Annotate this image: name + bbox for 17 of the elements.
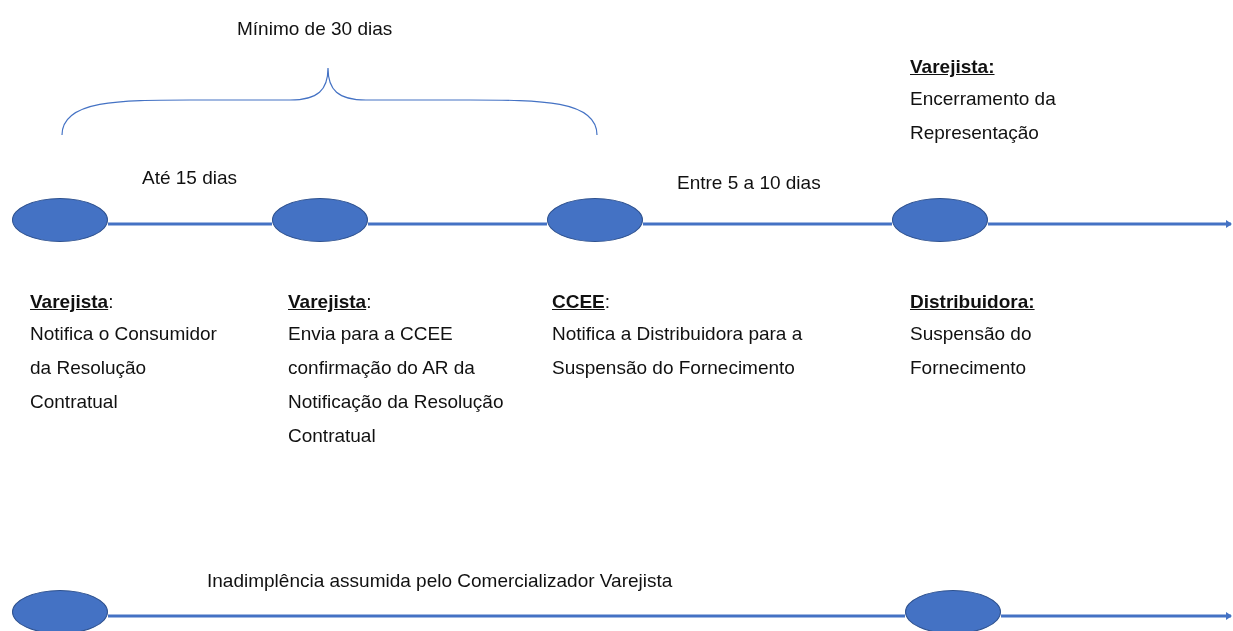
step-description: Notifica a Distribuidora para a Suspensão do Fornecimento: [552, 322, 804, 380]
step-description: Suspensão do Fornecimento: [910, 322, 1033, 380]
step-description: Envia para a CCEE confirmação do AR da Notificação da Resolução Contratual: [288, 322, 505, 448]
timeline-line: [108, 222, 272, 226]
duration-label: Mínimo de 30 dias: [237, 17, 393, 41]
actor-heading: Varejista:: [30, 290, 115, 314]
step-description: Encerramento da Representação: [910, 87, 1057, 145]
actor-heading: Varejista:: [910, 55, 996, 79]
timeline-line: [368, 222, 547, 226]
actor-heading: CCEE:: [552, 290, 612, 314]
actor-heading: Distribuidora:: [910, 290, 1036, 314]
actor-heading: Varejista:: [288, 290, 373, 314]
timeline-line: [1001, 612, 1232, 620]
step-description: Notifica o Consumidor da Resolução Contratual: [30, 322, 218, 414]
timeline-line: [988, 220, 1232, 228]
timeline-line: [643, 222, 892, 226]
timeline-line: [108, 614, 905, 618]
